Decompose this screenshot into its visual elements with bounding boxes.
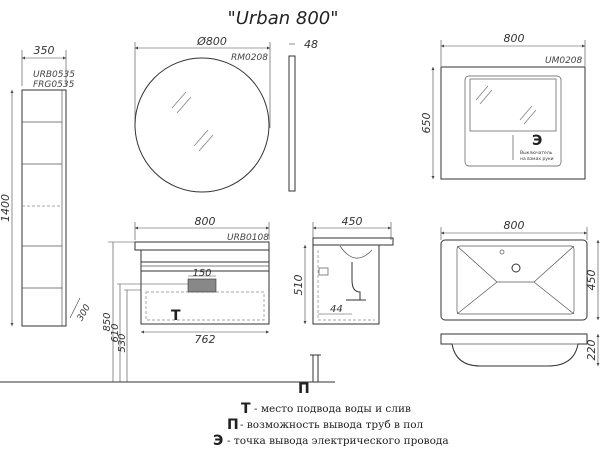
height-850-label: 850 <box>102 312 113 331</box>
floor-pipe-marker: П <box>298 381 310 397</box>
round-mirror-circle <box>134 57 270 193</box>
basin-depth-label: 450 <box>585 270 598 291</box>
led-mirror-height-label: 650 <box>420 113 433 134</box>
mirror-diameter-label: Ø800 <box>196 35 227 48</box>
height-610-label: 610 <box>110 323 121 342</box>
legend-symbol-1: Т <box>241 401 251 417</box>
mirror-thickness-label: 48 <box>304 38 318 51</box>
led-mirror-view: 800 UM0208 Э Выключатель на взмах руки 6… <box>420 32 586 180</box>
column-code-1: URB0535 <box>33 70 75 80</box>
column-depth-label: 300 <box>76 303 93 323</box>
basin-height-label: 220 <box>585 340 598 361</box>
basin-top-outline <box>440 239 588 321</box>
vanity-basin-top <box>134 241 270 251</box>
vanity-cabinet <box>140 249 270 325</box>
drawing-title: "Urban 800" <box>227 8 338 29</box>
column-code-2: FRG0535 <box>33 80 75 90</box>
column-width-label: 350 <box>34 44 55 57</box>
tall-cabinet-view: 350 URB0535 FRG0535 1400 300 <box>0 44 93 327</box>
inner-width-label: 762 <box>195 333 216 346</box>
column-height-label: 1400 <box>0 194 12 222</box>
switch-text-1: Выключатель <box>520 150 553 156</box>
side-height-label: 510 <box>292 275 305 296</box>
basin-width-label: 800 <box>504 219 525 232</box>
vanity-side-view: 450 44 510 <box>292 215 394 325</box>
vanity-width-label: 800 <box>195 215 216 228</box>
legend-symbol-2: П <box>227 417 239 433</box>
side-offset-label: 44 <box>330 304 343 315</box>
drain-block <box>187 278 217 293</box>
led-mirror-frame <box>440 66 586 180</box>
side-depth-label: 450 <box>342 215 363 228</box>
round-mirror-profile <box>288 55 296 192</box>
round-mirror-code: RM0208 <box>231 53 268 63</box>
water-supply-marker: Т <box>171 308 181 324</box>
height-530-label: 530 <box>117 333 128 352</box>
legend-text-1: - место подвода воды и слив <box>254 403 411 415</box>
legend-text-2: - возможность вывода труб в пол <box>240 419 424 431</box>
basin-side-profile <box>440 333 588 367</box>
column-body <box>21 89 67 327</box>
vanity-front-view: 800 URB0108 150 Т 762 850 610 530 П <box>0 215 335 397</box>
drawer-dim-label: 150 <box>192 268 211 279</box>
switch-text-2: на взмах руки <box>520 157 554 162</box>
vanity-code: URB0108 <box>227 233 269 243</box>
basin-drain <box>511 263 521 273</box>
legend: Т - место подвода воды и слив П - возмож… <box>213 401 449 449</box>
led-mirror-width-label: 800 <box>504 32 525 45</box>
side-top <box>312 237 394 246</box>
led-mirror-code: UM0208 <box>545 56 583 66</box>
side-cabinet <box>312 244 380 325</box>
legend-text-3: - точка вывода электрического провода <box>227 435 449 447</box>
legend-symbol-3: Э <box>213 433 223 449</box>
electric-point-marker-mirror: Э <box>532 133 542 149</box>
basin-views: 800 450 220 <box>440 219 600 367</box>
round-mirror-view: Ø800 RM0208 48 <box>134 35 318 193</box>
